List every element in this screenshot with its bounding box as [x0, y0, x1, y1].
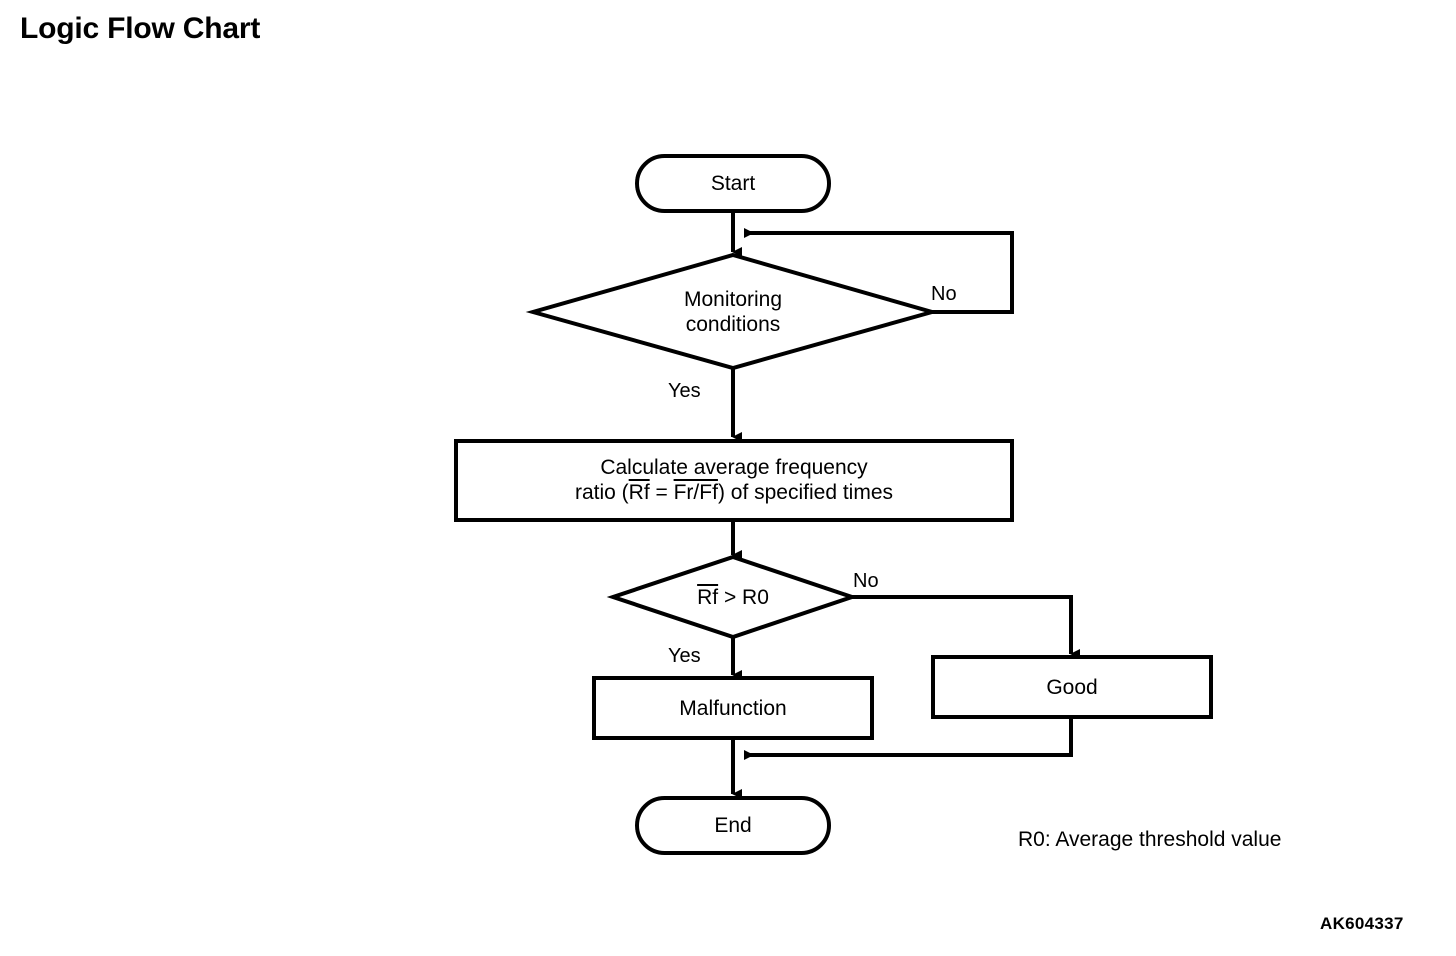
edge-monitoring-no-loop	[744, 228, 1014, 314]
figure-code: AK604337	[1320, 914, 1404, 933]
edge-good-to-end-join	[744, 717, 1073, 760]
node-compare-rf-r0	[606, 554, 859, 640]
node-malfunction	[592, 676, 874, 740]
edge-compare-no-to-good	[852, 595, 1080, 659]
node-start	[635, 154, 831, 213]
node-good	[931, 655, 1213, 719]
page-title: Logic Flow Chart	[20, 12, 261, 45]
node-end	[635, 796, 831, 855]
legend-note: R0: Average threshold value	[1018, 828, 1282, 851]
node-calculate-average-frequency	[454, 439, 1014, 522]
node-monitoring-conditions	[525, 252, 940, 371]
